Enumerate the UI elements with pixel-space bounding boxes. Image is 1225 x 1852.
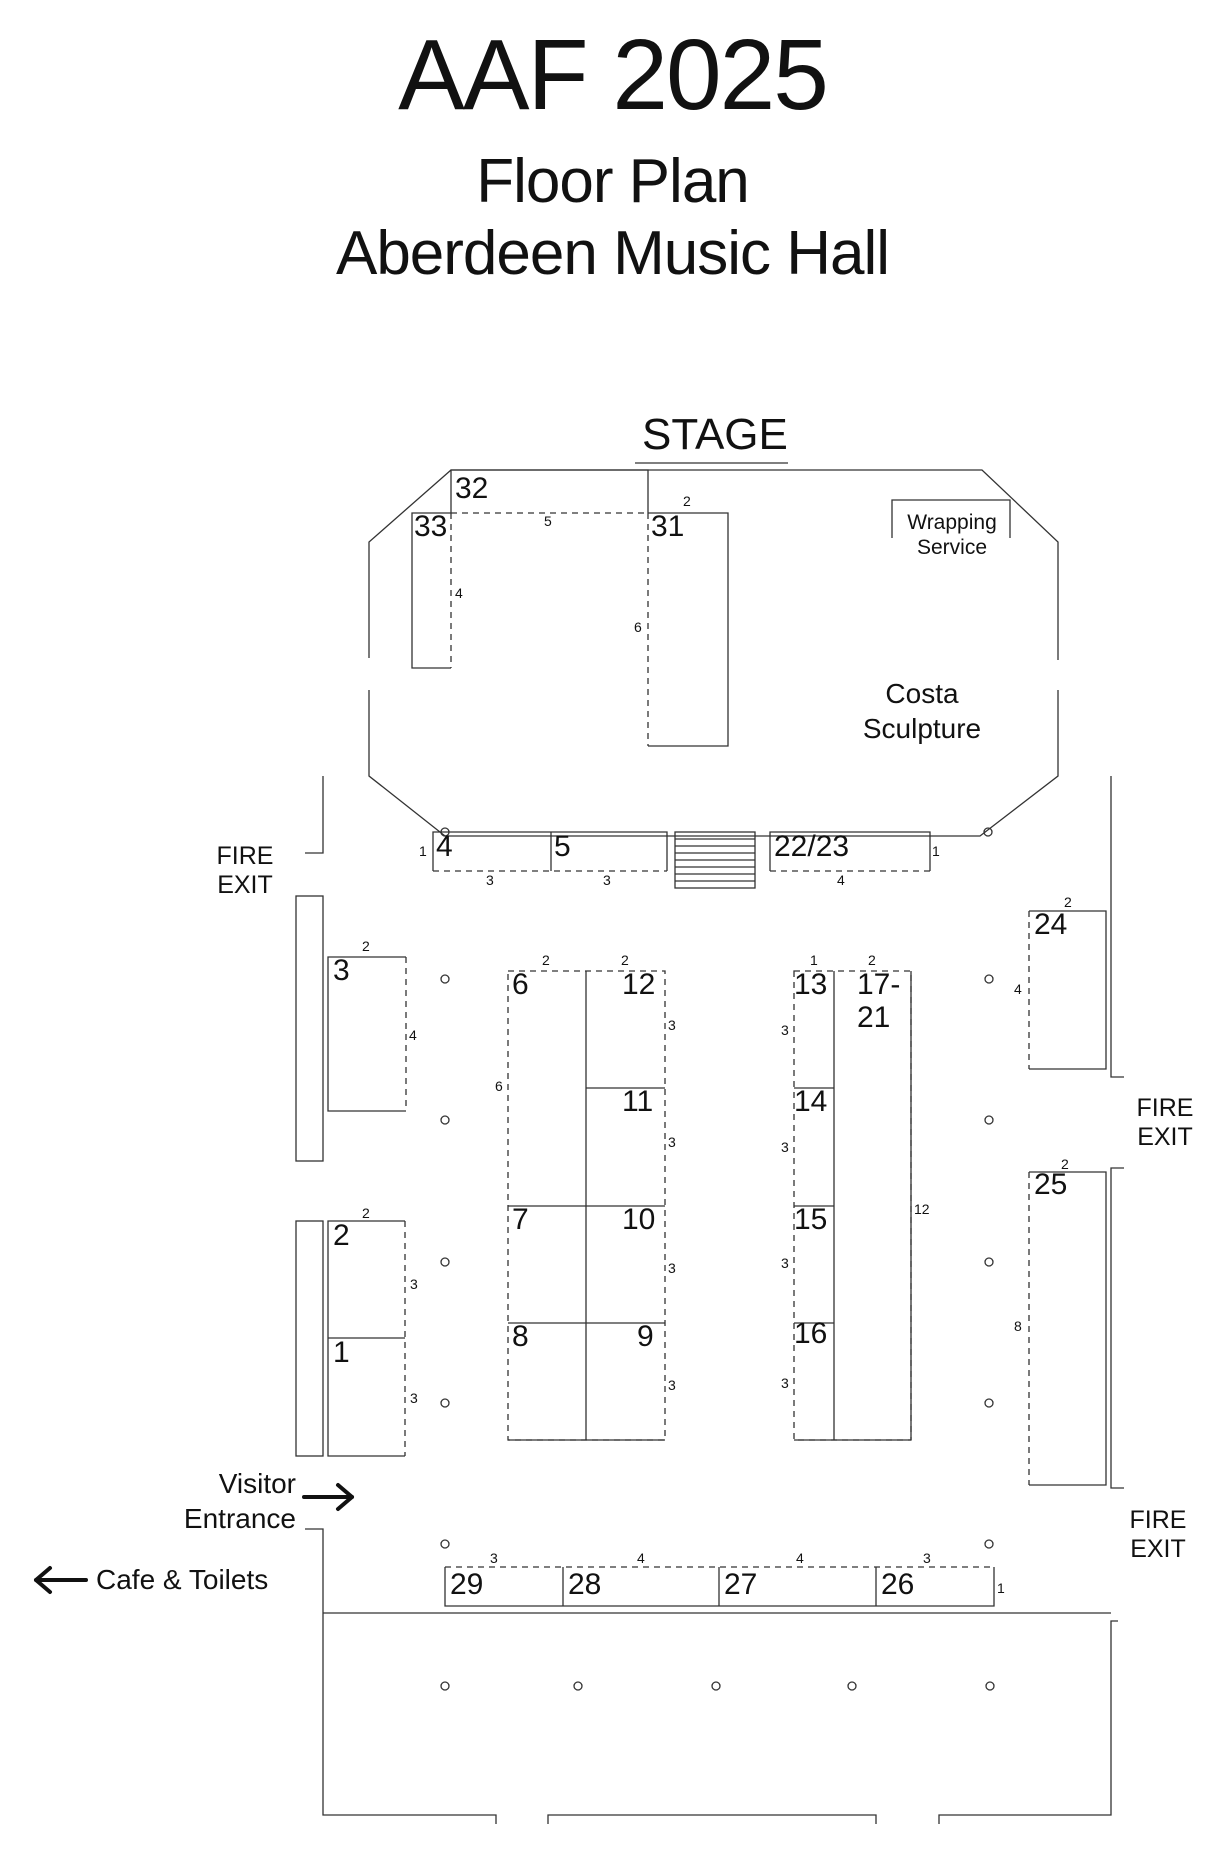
booth-17-21: 17-21: [857, 968, 901, 1034]
booth-8: 8: [512, 1320, 529, 1353]
booth-4: 4: [436, 830, 453, 863]
stage-label: STAGE: [642, 410, 788, 459]
booth-33-outline: [411, 512, 452, 669]
page-title: AAF 2025: [398, 19, 829, 131]
dim-label: 4: [1014, 981, 1022, 997]
dim-label: 4: [455, 585, 463, 601]
dim-label: 3: [781, 1255, 789, 1271]
visitor-entrance-arrow-icon: [302, 1483, 354, 1511]
dim-label: 2: [362, 1205, 370, 1221]
booth-7: 7: [512, 1203, 529, 1236]
left-wall: [295, 776, 1118, 1824]
dim-label: 3: [668, 1134, 676, 1150]
booth-29: 29: [450, 1568, 484, 1601]
dim-label: 4: [837, 872, 845, 888]
booth-22-23: 22/23: [774, 830, 850, 863]
booth-31: 31: [651, 510, 685, 543]
booth-15: 15: [794, 1203, 828, 1236]
dim-label: 6: [495, 1078, 503, 1094]
dim-label: 3: [410, 1390, 418, 1406]
dim-label: 6: [634, 619, 642, 635]
dim-label: 2: [542, 952, 550, 968]
booth-5: 5: [554, 830, 571, 863]
dim-label: 3: [781, 1375, 789, 1391]
dim-label: 3: [603, 872, 611, 888]
booth-9: 9: [637, 1320, 654, 1353]
booth-25-outline: [1028, 1171, 1107, 1486]
booth-1: 1: [333, 1336, 350, 1369]
dim-label: 12: [914, 1201, 930, 1217]
booth-33: 33: [414, 510, 448, 543]
booth-24: 24: [1034, 908, 1068, 941]
booth-32-outline: [450, 469, 649, 514]
booth-6: 6: [512, 968, 529, 1001]
booth-31-outline: [647, 512, 729, 747]
dim-label: 1: [810, 952, 818, 968]
booth-13: 13: [794, 968, 828, 1001]
booth-22-23-outline: [769, 831, 931, 872]
cafe-toilets-label: Cafe & Toilets: [96, 1564, 269, 1595]
dim-label: 4: [409, 1027, 417, 1043]
right-wall: [1110, 776, 1124, 1489]
booth-11: 11: [622, 1085, 654, 1118]
stairs: [674, 831, 756, 889]
booth-24-outline: [1028, 910, 1107, 1070]
bottom-row-26-29-outline: [444, 1566, 995, 1607]
booth-12: 12: [622, 968, 656, 1001]
dim-label: 2: [868, 952, 876, 968]
dim-label: 3: [668, 1377, 676, 1393]
wrapping-service-outline: [891, 499, 1011, 538]
dim-label: 3: [410, 1276, 418, 1292]
booth-14: 14: [794, 1085, 828, 1118]
dim-label: 3: [668, 1260, 676, 1276]
dim-label: 3: [490, 1550, 498, 1566]
dim-label: 1: [997, 1580, 1005, 1596]
dim-label: 2: [1061, 1156, 1069, 1172]
dim-label: 8: [1014, 1318, 1022, 1334]
column-markers: [440, 974, 995, 1691]
dim-label: 2: [621, 952, 629, 968]
dim-label: 4: [796, 1550, 804, 1566]
stage-outline: [368, 462, 1059, 837]
booth-26: 26: [881, 1568, 915, 1601]
booth-25: 25: [1034, 1168, 1068, 1201]
booths-4-5-outline: [432, 831, 668, 872]
dim-label: 2: [1064, 894, 1072, 910]
venue-subtitle: Aberdeen Music Hall: [335, 219, 890, 288]
block-13-21-outline: [793, 970, 912, 1441]
dim-label: 2: [683, 493, 691, 509]
booth-3: 3: [333, 954, 350, 987]
dim-label: 3: [781, 1022, 789, 1038]
center-block-6-12-outline: [507, 970, 666, 1441]
booths-1-2-outline: [327, 1220, 406, 1457]
dim-label: 2: [362, 938, 370, 954]
dim-label: 4: [637, 1550, 645, 1566]
dim-label: 3: [781, 1139, 789, 1155]
dim-label: 1: [419, 843, 427, 859]
dim-label: 3: [923, 1550, 931, 1566]
booth-16: 16: [794, 1317, 828, 1350]
cafe-toilets-arrow-icon: [34, 1566, 88, 1594]
floor-plan-subtitle: Floor Plan: [476, 147, 750, 216]
dim-label: 5: [544, 513, 552, 529]
booth-3-outline: [327, 956, 407, 1112]
dim-label: 1: [932, 843, 940, 859]
booth-10: 10: [622, 1203, 656, 1236]
dim-label: 3: [668, 1017, 676, 1033]
booth-28: 28: [568, 1568, 602, 1601]
booth-27: 27: [724, 1568, 758, 1601]
dim-label: 3: [486, 872, 494, 888]
booth-32: 32: [455, 472, 489, 505]
booth-2: 2: [333, 1219, 350, 1252]
